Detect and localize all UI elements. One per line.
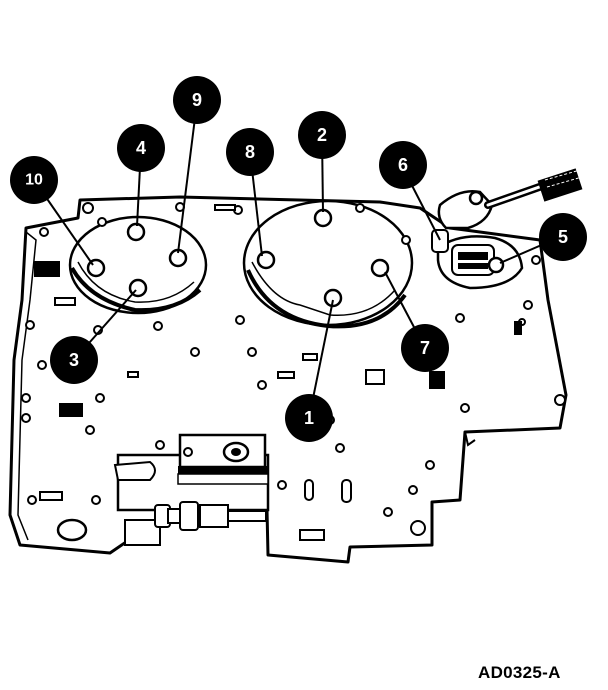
callout-3-label: 3 [69, 350, 79, 370]
callout-10: 10 [10, 156, 58, 204]
callout-9: 9 [173, 76, 221, 124]
callout-8-label: 8 [245, 142, 255, 162]
solenoid-assembly [431, 168, 583, 290]
callout-5: 5 [539, 213, 587, 261]
callout-10-label: 10 [25, 172, 43, 189]
ports [34, 204, 522, 541]
manual-valve-shaft [154, 501, 267, 531]
callout-9-label: 9 [192, 90, 202, 110]
callout-4-label: 4 [136, 138, 146, 158]
callout-5-label: 5 [558, 227, 568, 247]
callout-2: 2 [298, 111, 346, 159]
callout-7-label: 7 [420, 338, 430, 358]
callout-4: 4 [117, 124, 165, 172]
callout-1: 1 [285, 394, 333, 442]
callout-3: 3 [50, 336, 98, 384]
callout-1-label: 1 [304, 408, 314, 428]
center-cover [242, 199, 414, 329]
plate-lower-edge [464, 431, 476, 447]
callout-8: 8 [226, 128, 274, 176]
plate-edge [17, 231, 37, 541]
callout-7: 7 [401, 324, 449, 372]
callout-6: 6 [379, 141, 427, 189]
callout-2-label: 2 [317, 125, 327, 145]
figure-reference-code: AD0325-A [478, 663, 561, 682]
bolts [86, 190, 505, 308]
callout-6-label: 6 [398, 155, 408, 175]
manual-valve-section [56, 433, 270, 546]
